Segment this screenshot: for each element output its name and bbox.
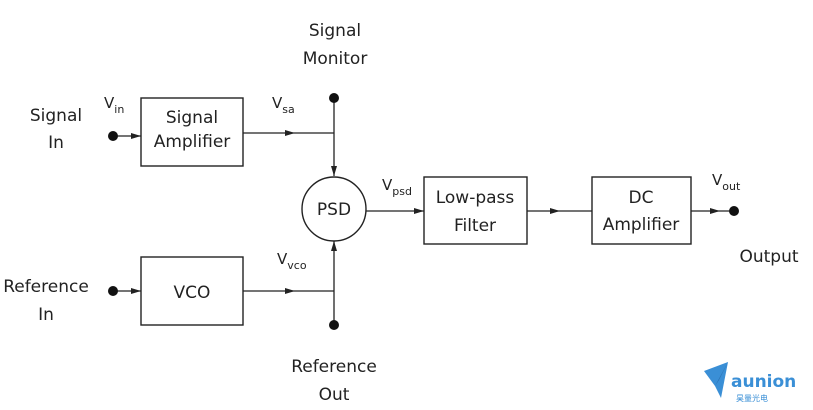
signal-amplifier-label-2: Amplifier [154, 132, 231, 152]
voltage-labels: Vin Vsa Vvco Vpsd Vout [104, 94, 741, 272]
arrow-icon [131, 288, 141, 294]
dc-amplifier-label-2: Amplifier [603, 215, 680, 235]
vout-label: Vout [712, 171, 741, 193]
arrow-icon [285, 130, 295, 136]
logo-name: aunion [731, 372, 796, 392]
reference-in-label-1: Reference [3, 277, 89, 297]
logo-subtitle: 昊量光电 [736, 393, 768, 403]
paper-plane-icon [704, 362, 728, 398]
signal-monitor-label-2: Monitor [303, 49, 368, 69]
psd-block: PSD [301, 176, 367, 242]
reference-out-terminal [329, 320, 339, 330]
reference-in-terminal [108, 286, 118, 296]
vco-block: VCO [140, 256, 244, 326]
arrow-icon [285, 288, 295, 294]
reference-out-label-2: Out [319, 385, 350, 405]
signal-in-label-2: In [48, 133, 64, 153]
terminals [108, 93, 739, 330]
arrow-icon [710, 208, 720, 214]
external-labels: Signal Monitor Signal In Reference In Re… [3, 21, 799, 405]
signal-in-label-1: Signal [30, 106, 82, 126]
vin-label: Vin [104, 94, 124, 116]
signal-monitor-label-1: Signal [309, 21, 361, 41]
arrow-icon [550, 208, 560, 214]
vpsd-label: Vpsd [382, 176, 412, 198]
lowpass-label-2: Filter [454, 216, 496, 236]
arrow-icon [131, 133, 141, 139]
dc-amplifier-label-1: DC [629, 188, 654, 208]
dc-amplifier-block: DC Amplifier [591, 176, 692, 245]
reference-in-label-2: In [38, 305, 54, 325]
vco-label: VCO [174, 283, 211, 303]
arrow-icon [414, 208, 424, 214]
lowpass-filter-block: Low-pass Filter [423, 176, 528, 245]
arrow-icon [331, 241, 337, 251]
arrowheads [131, 130, 720, 294]
reference-out-label-1: Reference [291, 357, 377, 377]
aunion-logo: aunion 昊量光电 [704, 362, 796, 403]
lowpass-label-1: Low-pass [436, 188, 515, 208]
signal-monitor-terminal [329, 93, 339, 103]
signal-amplifier-label-1: Signal [166, 108, 218, 128]
psd-label: PSD [317, 200, 351, 220]
arrow-icon [331, 166, 337, 176]
signal-in-terminal [108, 131, 118, 141]
output-label: Output [739, 247, 798, 267]
vsa-label: Vsa [272, 94, 295, 116]
vvco-label: Vvco [277, 250, 307, 272]
signal-amplifier-block: Signal Amplifier [140, 97, 244, 167]
output-terminal [729, 206, 739, 216]
